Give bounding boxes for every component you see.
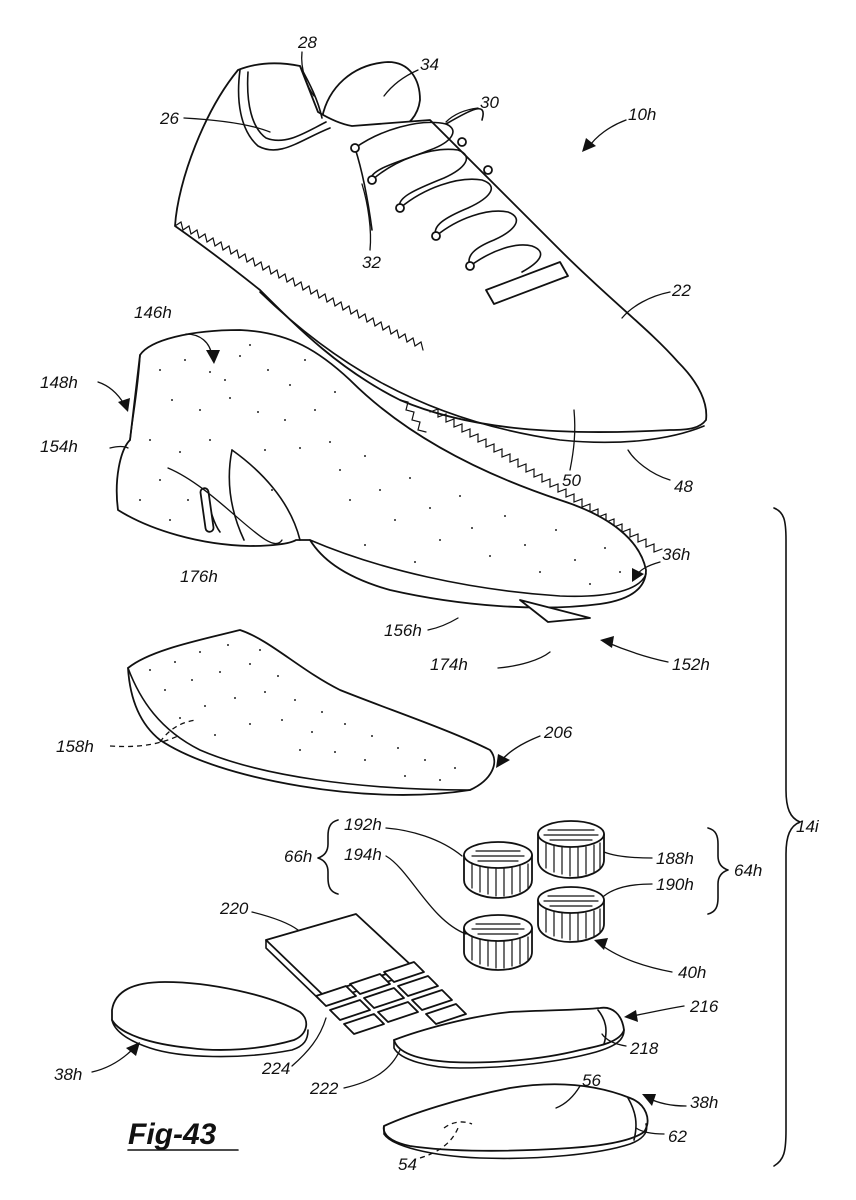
ref-158h: 158h	[56, 737, 94, 756]
arrow-216-icon	[624, 1010, 638, 1022]
ref-30: 30	[480, 93, 499, 112]
pod-194h	[463, 914, 533, 971]
ref-34: 34	[420, 55, 439, 74]
ref-14i: 14i	[796, 817, 820, 836]
ref-174h: 174h	[430, 655, 468, 674]
ref-148h: 148h	[40, 373, 78, 392]
ref-54: 54	[398, 1155, 417, 1174]
cells-224	[315, 961, 467, 1035]
cushion-pods-64h-66h	[463, 820, 605, 971]
ref-218: 218	[629, 1039, 659, 1058]
outsole-pad-38h	[382, 1083, 649, 1160]
ref-32: 32	[362, 253, 381, 272]
bracket-64h	[707, 827, 729, 915]
ref-22: 22	[671, 281, 691, 300]
upper-body-22	[174, 62, 708, 433]
arrow-10h-icon	[582, 138, 596, 152]
ref-156h: 156h	[384, 621, 422, 640]
leader-lines	[109, 51, 671, 1159]
ref-154h: 154h	[40, 437, 78, 456]
insert-206	[127, 629, 496, 796]
arrow-36h-icon	[632, 568, 644, 582]
bracket-66h	[317, 819, 339, 895]
ref-194h: 194h	[344, 845, 382, 864]
ref-56: 56	[582, 1071, 601, 1090]
ref-48: 48	[674, 477, 693, 496]
serrated-edge	[174, 221, 424, 351]
forefoot-pad-216	[393, 1006, 625, 1069]
arrow-148h-icon	[118, 398, 130, 412]
heel-pad-38h	[111, 981, 309, 1058]
ref-36h: 36h	[662, 545, 690, 564]
arrow-206-icon	[496, 754, 510, 768]
ref-40h: 40h	[678, 963, 706, 982]
midsole-stipple	[139, 344, 621, 585]
ref-192h: 192h	[344, 815, 382, 834]
arrow-38h-right-icon	[642, 1094, 656, 1106]
ref-206: 206	[543, 723, 573, 742]
ref-64h: 64h	[734, 861, 762, 880]
midsole-36h	[115, 329, 647, 623]
pod-190h	[537, 886, 605, 943]
ref-216: 216	[689, 997, 719, 1016]
collar-26	[237, 69, 331, 151]
ref-152h: 152h	[672, 655, 710, 674]
ref-224: 224	[261, 1059, 290, 1078]
arrows	[91, 119, 687, 1107]
pod-188h	[537, 820, 605, 879]
ref-188h: 188h	[656, 849, 694, 868]
arrow-40h-icon	[594, 938, 608, 950]
plate-220	[265, 913, 467, 1035]
arrow-152h-icon	[600, 636, 614, 648]
ref-146h: 146h	[134, 303, 172, 322]
ref-176h: 176h	[180, 567, 218, 586]
ref-190h: 190h	[656, 875, 694, 894]
ref-38h-left: 38h	[54, 1065, 82, 1084]
ref-66h: 66h	[284, 847, 312, 866]
ref-26: 26	[159, 109, 179, 128]
shoe-upper	[174, 61, 708, 553]
bracket-14i	[773, 507, 801, 1167]
ref-28: 28	[297, 33, 317, 52]
ref-220: 220	[219, 899, 249, 918]
arrow-146h-icon	[206, 350, 220, 364]
reference-numerals: 28 34 30 26 10h 32 22 146h 148h 154h 50 …	[40, 33, 820, 1174]
ref-50: 50	[562, 471, 581, 490]
laces-30	[350, 108, 542, 273]
ref-62: 62	[668, 1127, 687, 1146]
arrow-38h-left-icon	[126, 1042, 140, 1056]
ref-222: 222	[309, 1079, 339, 1098]
pod-192h	[463, 841, 533, 899]
figure-label: Fig-43	[128, 1118, 217, 1151]
ref-38h-right: 38h	[690, 1093, 718, 1112]
tongue-34	[321, 61, 421, 131]
ref-10h: 10h	[628, 105, 656, 124]
